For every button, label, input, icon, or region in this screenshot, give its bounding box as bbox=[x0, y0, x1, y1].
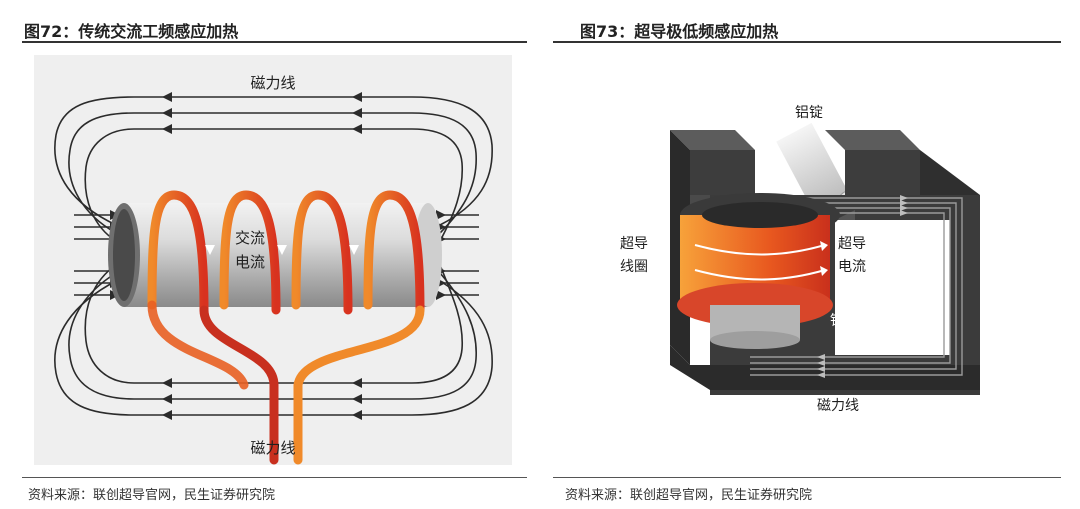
right-diagram-svg: 铝锭 超导 线圈 超导 电流 铁芯 磁力线 bbox=[620, 105, 980, 414]
left-title-rule bbox=[22, 41, 527, 43]
right-superconducting-coil bbox=[677, 193, 840, 349]
left-diagram-svg: 磁力线 交流 电流 磁力线 bbox=[34, 55, 512, 465]
left-induction-diagram: 磁力线 交流 电流 磁力线 bbox=[34, 55, 512, 465]
left-label-field-top: 磁力线 bbox=[250, 74, 295, 92]
right-label-core: 铁芯 bbox=[830, 313, 858, 329]
right-figure-title: 图73：超导极低频感应加热 bbox=[580, 22, 779, 41]
left-label-field-bottom: 磁力线 bbox=[250, 439, 295, 457]
right-label-ingot: 铝锭 bbox=[795, 105, 823, 121]
right-iron-core bbox=[670, 130, 980, 395]
right-title-rule bbox=[553, 41, 1061, 43]
left-induction-coil bbox=[147, 190, 425, 465]
left-label-current-line2: 电流 bbox=[235, 253, 265, 271]
right-label-field: 磁力线 bbox=[817, 398, 859, 414]
left-current-arrows bbox=[205, 245, 359, 255]
right-label-coil-line2: 线圈 bbox=[620, 259, 648, 275]
right-induction-diagram: 铝锭 超导 线圈 超导 电流 铁芯 磁力线 bbox=[600, 95, 1000, 425]
right-label-coil-line1: 超导 bbox=[620, 236, 648, 252]
right-label-current-line1: 超导 bbox=[838, 236, 866, 252]
left-source-rule bbox=[22, 477, 527, 478]
left-source-note: 资料来源：联创超导官网，民生证券研究院 bbox=[28, 488, 276, 503]
right-field-arrows bbox=[817, 195, 908, 378]
right-label-current-line2: 电流 bbox=[838, 259, 866, 275]
right-field-lines bbox=[750, 197, 963, 376]
left-figure-title: 图72：传统交流工频感应加热 bbox=[24, 22, 239, 41]
left-label-current-line1: 交流 bbox=[235, 229, 265, 247]
right-source-rule bbox=[553, 477, 1061, 478]
right-source-note: 资料来源：联创超导官网，民生证券研究院 bbox=[565, 488, 813, 503]
left-field-lines-top bbox=[54, 96, 493, 242]
